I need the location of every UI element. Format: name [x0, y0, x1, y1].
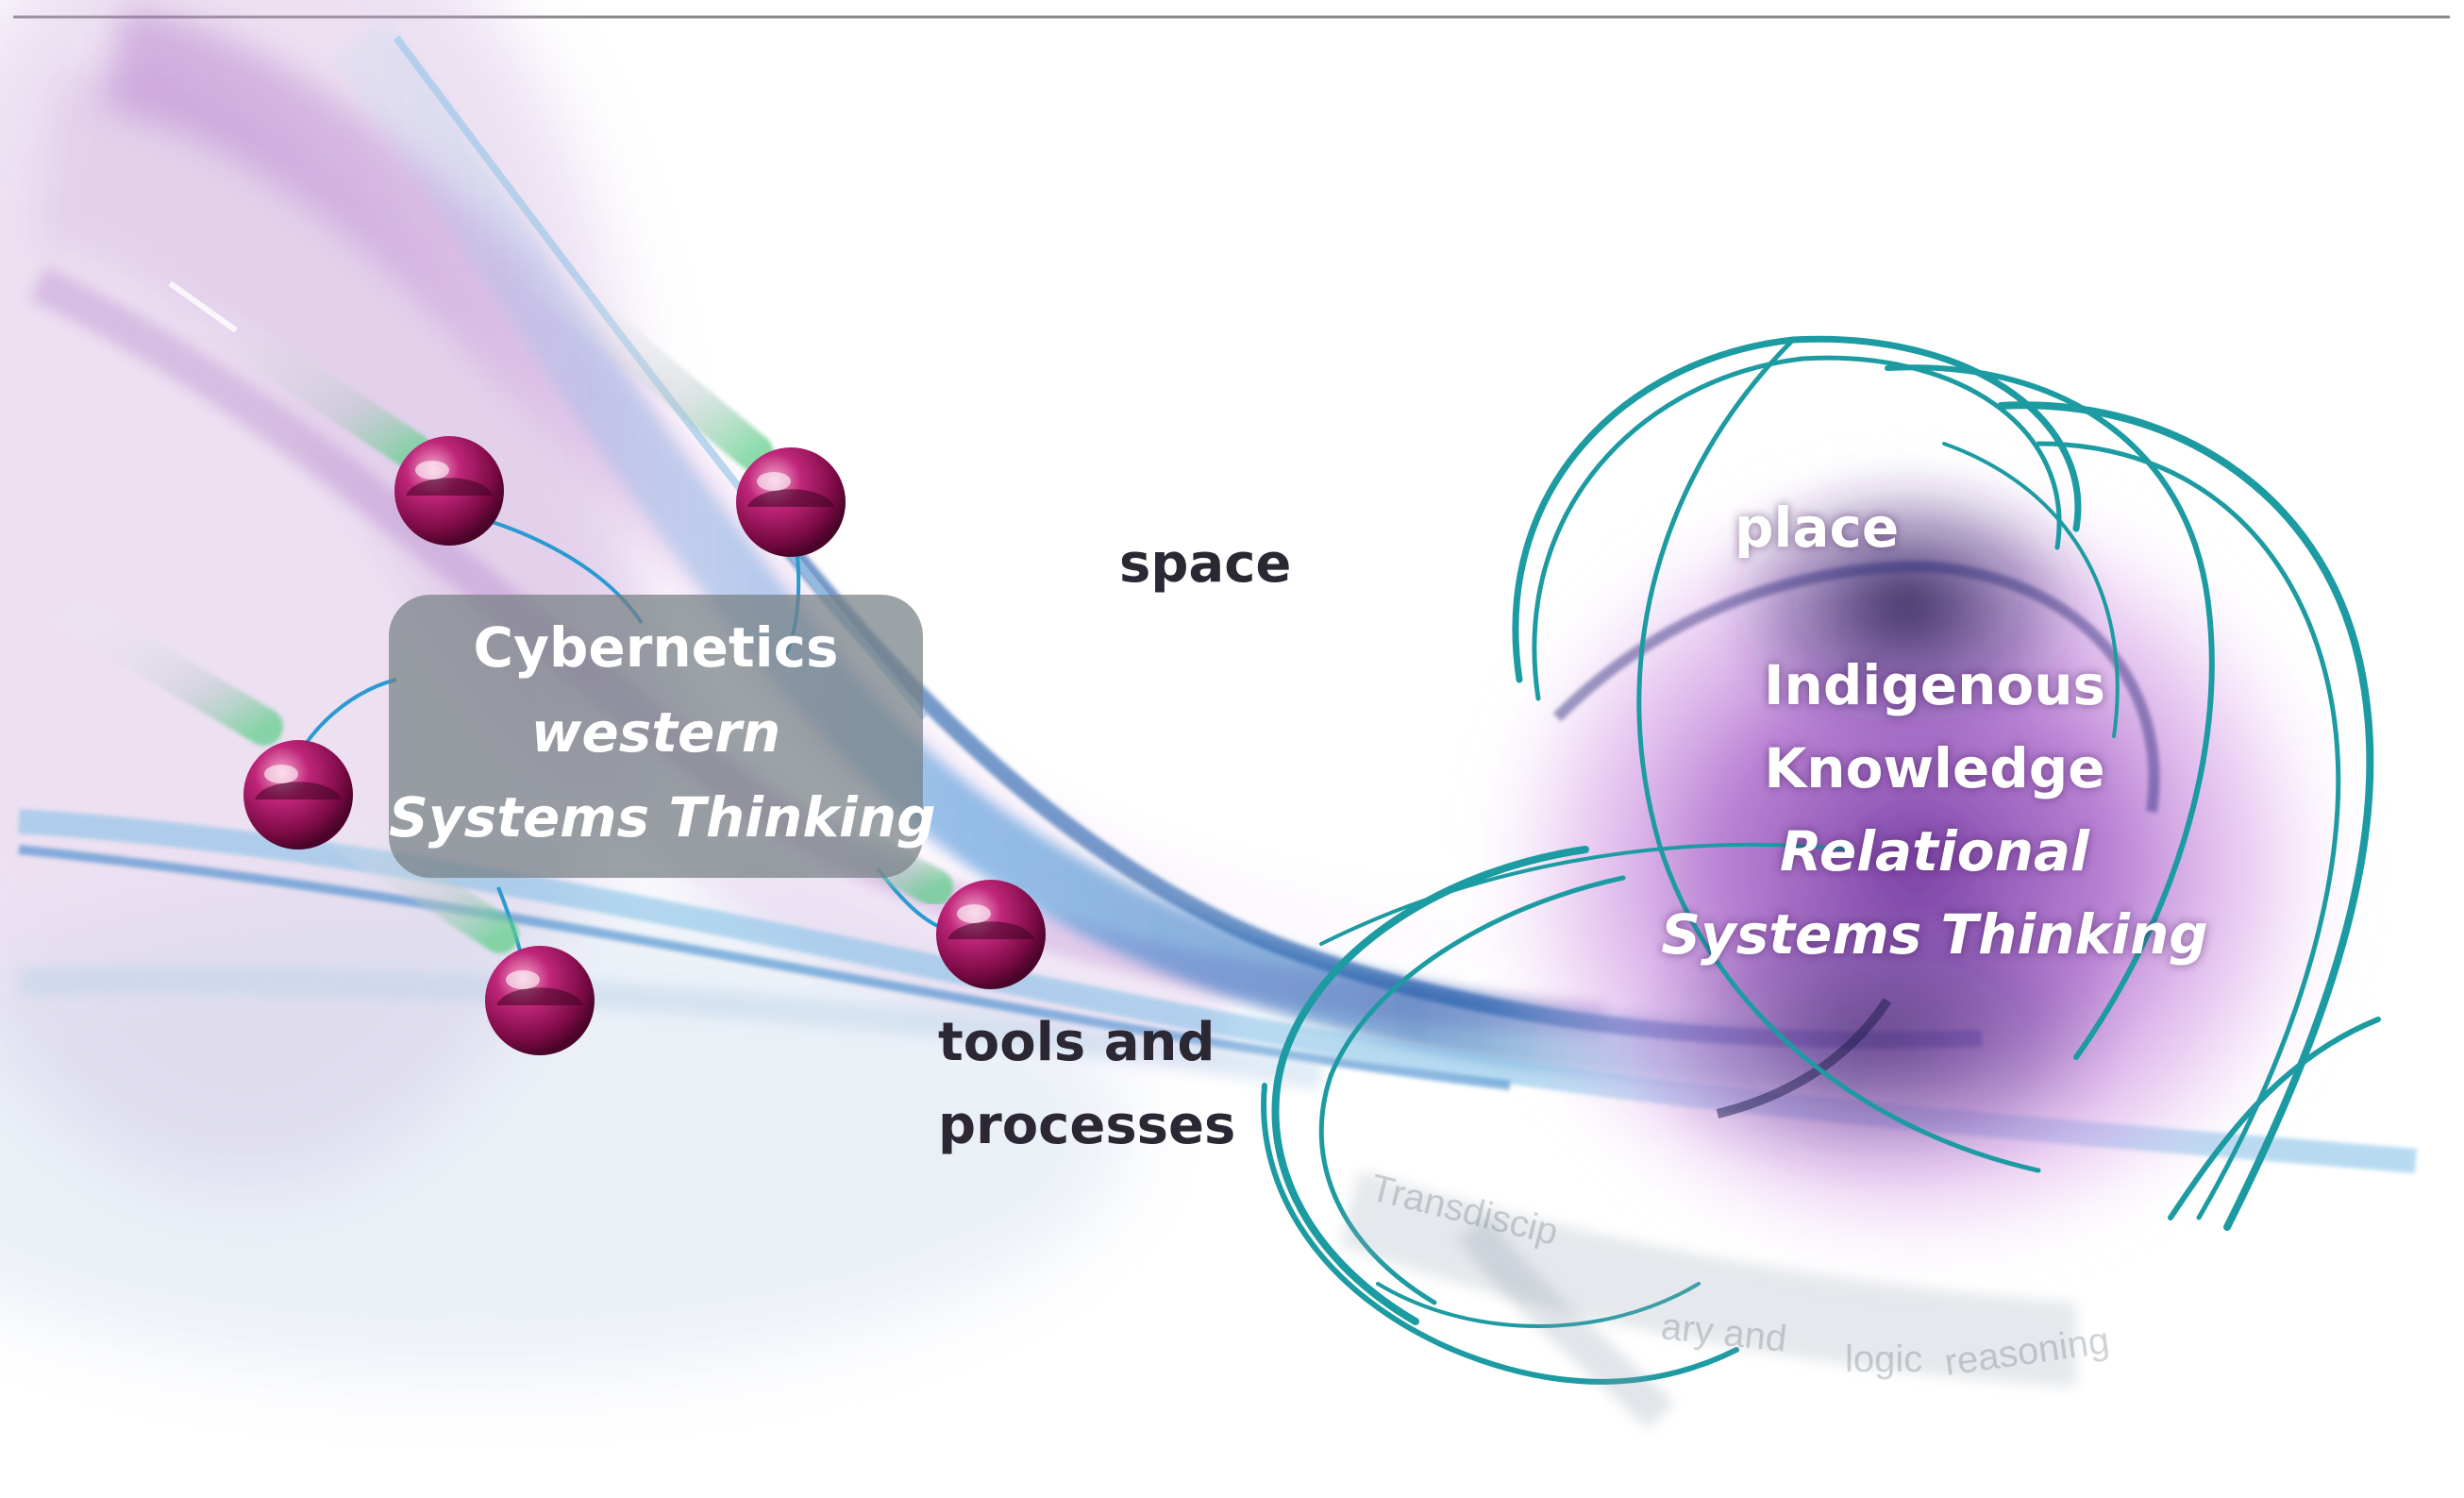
motion-streaks	[38, 245, 953, 953]
teal-loops	[1261, 335, 2381, 1385]
relational-label: Relational	[1780, 819, 2089, 884]
western-label: western	[530, 700, 781, 765]
indigenous-label: Indigenous	[1763, 653, 2106, 717]
knowledge-label: Knowledge	[1764, 736, 2105, 800]
relational-systems-thinking-label: Systems Thinking	[1661, 902, 2208, 967]
western-systems-thinking-label: Systems Thinking	[389, 785, 936, 850]
sphere	[485, 946, 595, 1055]
spheres	[243, 436, 1046, 1055]
vortex-glow	[1463, 453, 2369, 1284]
western-systems-box	[389, 595, 923, 878]
place-label: place	[1735, 496, 1900, 560]
tools-label: tools and	[938, 1012, 1215, 1073]
sphere	[394, 436, 504, 546]
sphere	[243, 740, 353, 850]
processes-label: processes	[938, 1095, 1236, 1156]
sphere	[736, 447, 846, 557]
space-label: space	[1119, 533, 1292, 595]
cybernetics-label: Cybernetics	[473, 615, 839, 680]
watermark-band	[1340, 1170, 2076, 1430]
watermark-text-3: logic	[1845, 1338, 1923, 1380]
sphere	[936, 880, 1046, 989]
